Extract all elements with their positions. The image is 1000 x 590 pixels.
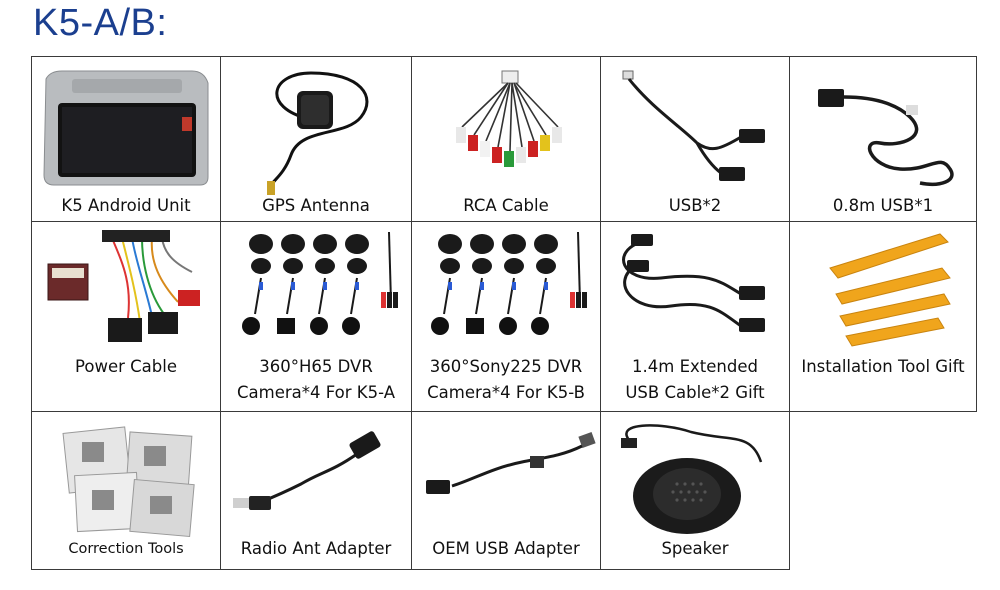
item-label: Installation Tool Gift [801, 357, 965, 376]
item-radio-ant-adapter: Radio Ant Adapter [220, 411, 412, 570]
item-oem-usb-adapter: OEM USB Adapter [411, 411, 601, 570]
item-label-line2: USB Cable*2 Gift [625, 383, 765, 402]
item-label: OEM USB Adapter [432, 539, 580, 558]
item-label-line1: 360°Sony225 DVR [429, 357, 583, 376]
item-usb-2: USB*2 [600, 56, 790, 222]
item-gps-antenna: GPS Antenna [220, 56, 412, 222]
item-label: Correction Tools [68, 541, 184, 557]
item-label-line1: 1.4m Extended [632, 357, 758, 376]
dvr-camera-set-image [431, 231, 587, 335]
page-title: K5-A/B: [33, 2, 168, 44]
power-cable-image [47, 230, 200, 342]
speaker-image [621, 424, 763, 534]
android-unit-image [43, 70, 209, 186]
usb-cable-image [818, 89, 954, 186]
item-android-unit: K5 Android Unit [31, 56, 221, 222]
item-label-line2: Camera*4 For K5-B [427, 383, 585, 402]
calibration-mat-image [62, 426, 195, 538]
item-power-cable: Power Cable [31, 221, 221, 412]
item-label-line1: 360°H65 DVR [259, 357, 373, 376]
item-label: Speaker [661, 539, 729, 558]
item-speaker: Speaker [600, 411, 790, 570]
item-label: K5 Android Unit [61, 196, 191, 215]
item-label: Radio Ant Adapter [240, 539, 392, 558]
item-label-line2: Camera*4 For K5-A [237, 383, 395, 402]
item-label: Power Cable [75, 357, 177, 376]
dvr-camera-set-image [242, 231, 398, 335]
item-label: 0.8m USB*1 [832, 196, 934, 215]
item-label: RCA Cable [463, 196, 549, 215]
item-dvr-h65: 360°H65 DVR Camera*4 For K5-A [220, 221, 412, 412]
extended-usb-cable-image [622, 234, 765, 332]
item-label: GPS Antenna [262, 196, 370, 215]
oem-usb-adapter-image [426, 431, 596, 494]
accessory-grid: K5 Android Unit GPS Antenna [31, 56, 977, 570]
radio-adapter-image [233, 431, 381, 510]
item-extended-usb: 1.4m Extended USB Cable*2 Gift [600, 221, 790, 412]
item-correction-tools: Correction Tools [31, 411, 221, 570]
pry-tool-image [829, 233, 951, 347]
item-installation-tool: Installation Tool Gift [789, 221, 977, 412]
item-rca-cable: RCA Cable [411, 56, 601, 222]
item-label: USB*2 [668, 196, 722, 215]
rca-cable-image [456, 70, 562, 167]
gps-antenna-image [267, 71, 369, 195]
usb-cable-image [622, 70, 765, 181]
item-usb-08m: 0.8m USB*1 [789, 56, 977, 222]
item-dvr-sony225: 360°Sony225 DVR Camera*4 For K5-B [411, 221, 601, 412]
